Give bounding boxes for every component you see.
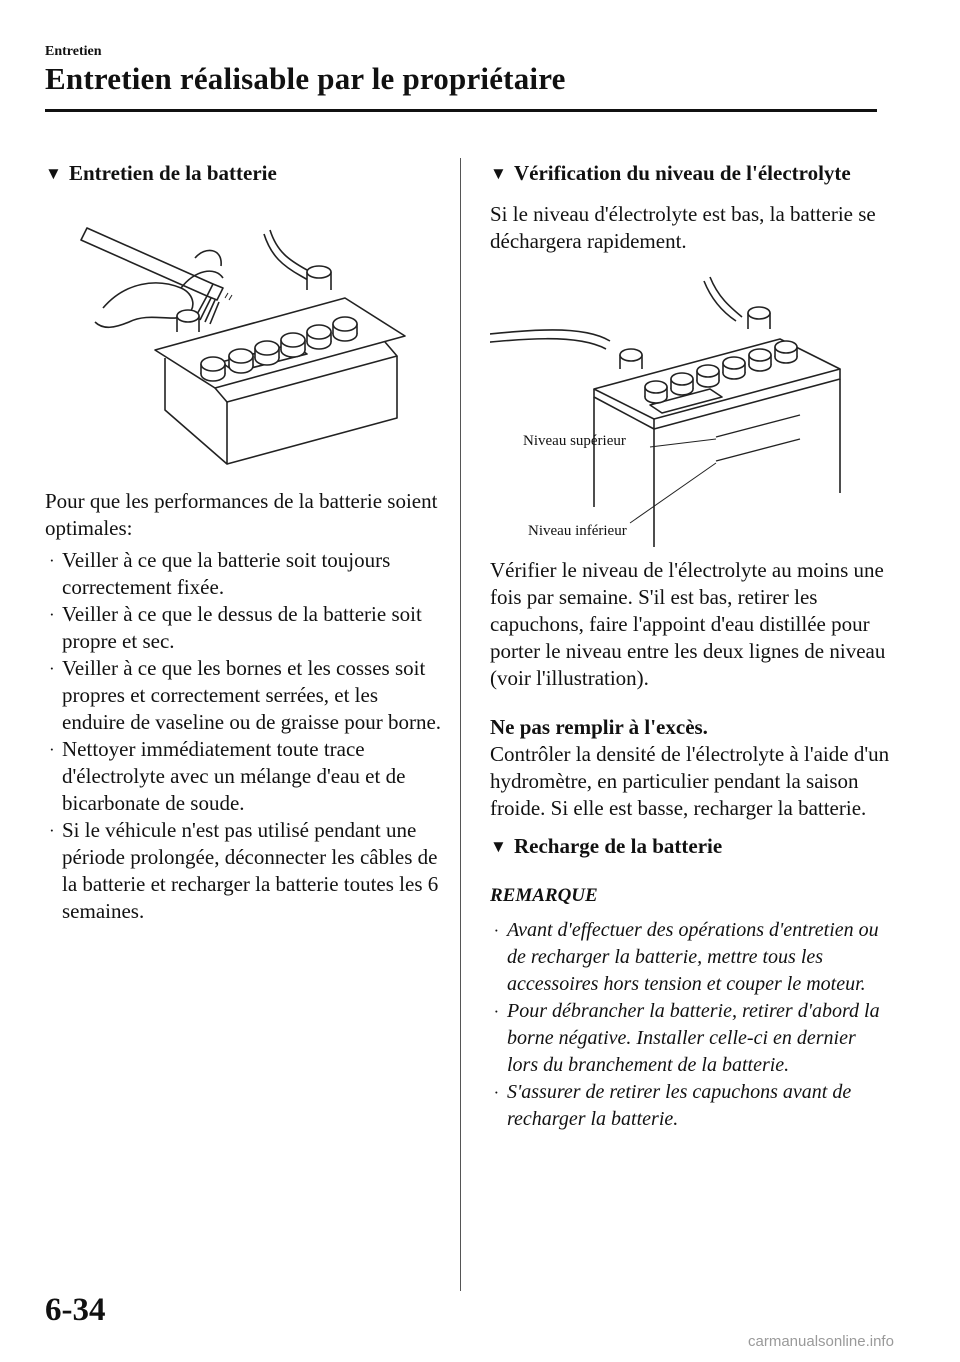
list-item: ·Si le véhicule n'est pas utilisé pendan… <box>49 818 439 923</box>
bullet-icon: · <box>49 551 55 570</box>
note-list: ·Avant d'effectuer des opérations d'entr… <box>490 917 890 1133</box>
section-heading-recharge: ▼ Recharge de la batterie <box>490 834 723 858</box>
list-item: ·Veiller à ce que la batterie soit toujo… <box>49 548 391 599</box>
section-heading-battery-maintenance: ▼ Entretien de la batterie <box>45 161 277 185</box>
bullet-icon: · <box>49 740 55 759</box>
page-title: Entretien réalisable par le propriétaire <box>45 61 566 96</box>
electrolyte-instructions: Vérifier le niveau de l'électrolyte au m… <box>490 558 886 690</box>
triangle-icon: ▼ <box>490 164 507 183</box>
battery-cleaning-illustration <box>80 227 406 465</box>
list-item: ·Veiller à ce que les bornes et les coss… <box>49 656 442 734</box>
right-column: ▼ Vérification du niveau de l'électrolyt… <box>490 160 890 1133</box>
list-item: ·Nettoyer immédiatement toute trace d'él… <box>49 737 406 815</box>
title-divider <box>45 109 877 112</box>
triangle-icon: ▼ <box>490 837 507 856</box>
list-item: ·Pour débrancher la batterie, retirer d'… <box>494 1000 880 1076</box>
bullet-icon: · <box>494 1083 499 1102</box>
column-divider <box>460 158 461 1291</box>
section-heading-electrolyte-level: ▼ Vérification du niveau de l'électrolyt… <box>490 161 851 185</box>
list-item: ·Veiller à ce que le dessus de la batter… <box>49 602 422 653</box>
list-item: ·S'assurer de retirer les capuchons avan… <box>494 1081 852 1130</box>
bullet-icon: · <box>494 921 499 940</box>
bullet-icon: · <box>494 1002 499 1021</box>
chapter-label: Entretien <box>45 44 102 59</box>
lower-level-label: Niveau inférieur <box>528 523 627 539</box>
bullet-icon: · <box>49 605 55 624</box>
upper-level-label: Niveau supérieur <box>523 433 626 449</box>
hydrometer-paragraph: Contrôler la densité de l'électrolyte à … <box>490 742 890 820</box>
maintenance-list: ·Veiller à ce que la batterie soit toujo… <box>45 547 445 925</box>
list-item: ·Avant d'effectuer des opérations d'entr… <box>494 919 879 995</box>
watermark: carmanualsonline.info <box>748 1333 894 1350</box>
intro-paragraph: Pour que les performances de la batterie… <box>45 489 438 540</box>
left-column: ▼ Entretien de la batterie <box>45 160 445 925</box>
bullet-icon: · <box>49 659 55 678</box>
overfill-warning: Ne pas remplir à l'excès. <box>490 715 708 739</box>
note-title: REMARQUE <box>490 885 598 906</box>
triangle-icon: ▼ <box>45 164 62 183</box>
page-number: 6-34 <box>45 1292 106 1328</box>
electrolyte-intro: Si le niveau d'électrolyte est bas, la b… <box>490 202 876 253</box>
electrolyte-figure: Niveau supérieur Niveau inférieur <box>490 257 890 557</box>
battery-level-illustration <box>490 276 841 547</box>
bullet-icon: · <box>49 821 55 840</box>
